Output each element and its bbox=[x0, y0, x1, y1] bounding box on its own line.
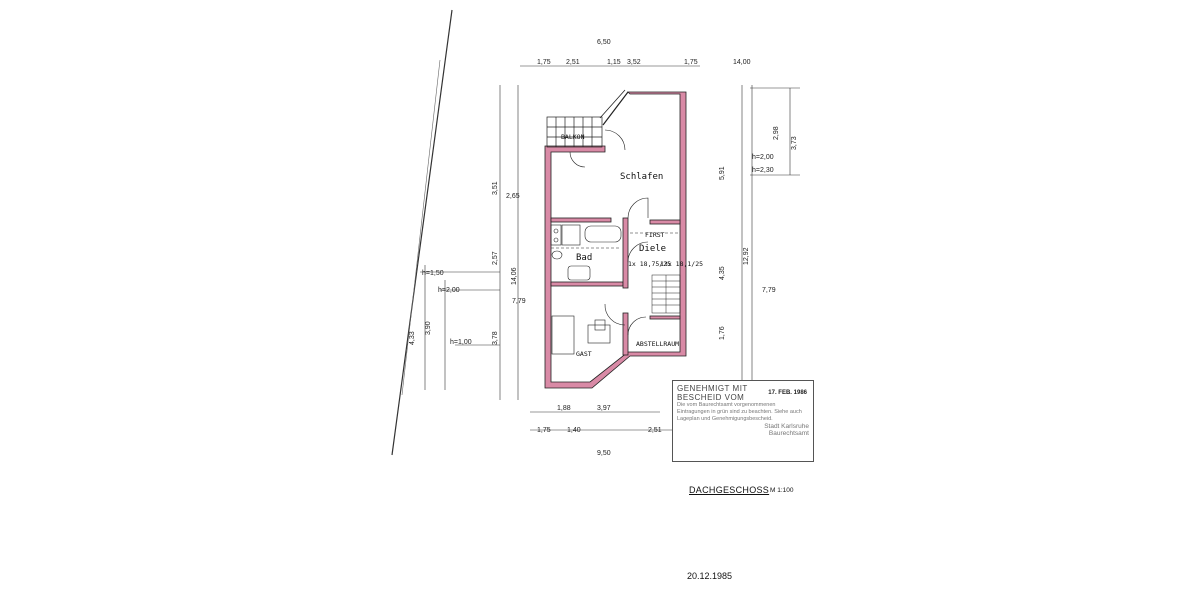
stamp-city: Stadt Karlsruhe bbox=[764, 423, 809, 430]
dim-left: 2,57 bbox=[492, 251, 499, 265]
dim-left: h=1,50 bbox=[422, 270, 444, 277]
room-label-balcony: BALKON bbox=[561, 133, 585, 141]
guest-furniture bbox=[551, 315, 611, 355]
sheet-scale: M 1:100 bbox=[770, 487, 794, 494]
room-label-bath: Bad bbox=[576, 253, 592, 263]
scan-edge-line bbox=[391, 9, 453, 456]
room-label-guest: GAST bbox=[576, 350, 592, 358]
staircase bbox=[651, 274, 681, 314]
bathroom-fixtures bbox=[550, 224, 622, 281]
dim-right: h=2,00 bbox=[752, 154, 774, 161]
dim-top: 6,50 bbox=[597, 39, 611, 46]
room-label-bedroom: Schlafen bbox=[620, 172, 663, 182]
sheet-date: 20.12.1985 bbox=[687, 571, 733, 581]
dim-top: 1,75 bbox=[684, 59, 698, 66]
dim-left: 3,78 bbox=[492, 331, 499, 345]
dim-left: h=2,00 bbox=[438, 287, 460, 294]
stamp-office: Baurechtsamt bbox=[768, 430, 809, 437]
ridge-label: FIRST bbox=[645, 231, 665, 239]
dim-left: 3,90 bbox=[425, 321, 432, 335]
dim-bottom: 3,97 bbox=[597, 405, 611, 412]
dim-top: 1,15 bbox=[607, 59, 621, 66]
dim-top: 14,00 bbox=[733, 59, 751, 66]
dim-left: h=1,00 bbox=[450, 339, 472, 346]
stair-spec-left: 1x 18,75/25 bbox=[628, 260, 671, 268]
sheet-title: DACHGESCHOSS bbox=[689, 485, 770, 495]
approval-stamp: GENEHMIGT MIT BESCHEID VOM 17. FEB. 1986… bbox=[672, 380, 814, 462]
dim-bottom: 1,88 bbox=[557, 405, 571, 412]
dim-top: 2,51 bbox=[566, 59, 580, 66]
dim-top: 3,52 bbox=[627, 59, 641, 66]
room-label-storage: ABSTELLRAUM bbox=[636, 340, 679, 348]
dim-left: 3,51 bbox=[492, 181, 499, 195]
exterior-walls bbox=[544, 91, 687, 389]
stamp-heading-1: GENEHMIGT MIT bbox=[677, 384, 748, 393]
dim-left: 14,06 bbox=[511, 267, 518, 285]
dim-right: 7,79 bbox=[762, 287, 776, 294]
stair-spec-right: 13x 18,1/25 bbox=[660, 260, 703, 268]
stamp-body: Die vom Baurechtsamt vorgenommenen Eintr… bbox=[677, 402, 802, 422]
scan-edge-line bbox=[401, 59, 441, 396]
dim-bottom: 1,75 bbox=[537, 427, 551, 434]
dim-right: 1,76 bbox=[719, 326, 726, 340]
dim-right: 5,91 bbox=[719, 166, 726, 180]
dim-right: 2,98 bbox=[773, 126, 780, 140]
dim-left: 4,33 bbox=[409, 331, 416, 345]
dim-left: 2,65 bbox=[506, 193, 520, 200]
dim-left: 7,79 bbox=[512, 298, 526, 305]
dim-bottom: 1,40 bbox=[567, 427, 581, 434]
dim-bottom: 2,51 bbox=[648, 427, 662, 434]
dim-right: 3,73 bbox=[791, 136, 798, 150]
dim-top: 1,75 bbox=[537, 59, 551, 66]
dim-right: h=2,30 bbox=[752, 167, 774, 174]
interior-walls bbox=[550, 217, 681, 356]
dimension-lines bbox=[420, 65, 800, 431]
dim-right: 4,35 bbox=[719, 266, 726, 280]
stamp-heading-2: BESCHEID VOM bbox=[677, 393, 745, 402]
balcony bbox=[546, 89, 629, 148]
dim-bottom: 9,50 bbox=[597, 450, 611, 457]
dim-right: 12,92 bbox=[743, 247, 750, 265]
door-swings bbox=[569, 129, 649, 336]
stamp-date: 17. FEB. 1986 bbox=[768, 390, 807, 396]
room-label-hall: Diele bbox=[639, 244, 666, 254]
